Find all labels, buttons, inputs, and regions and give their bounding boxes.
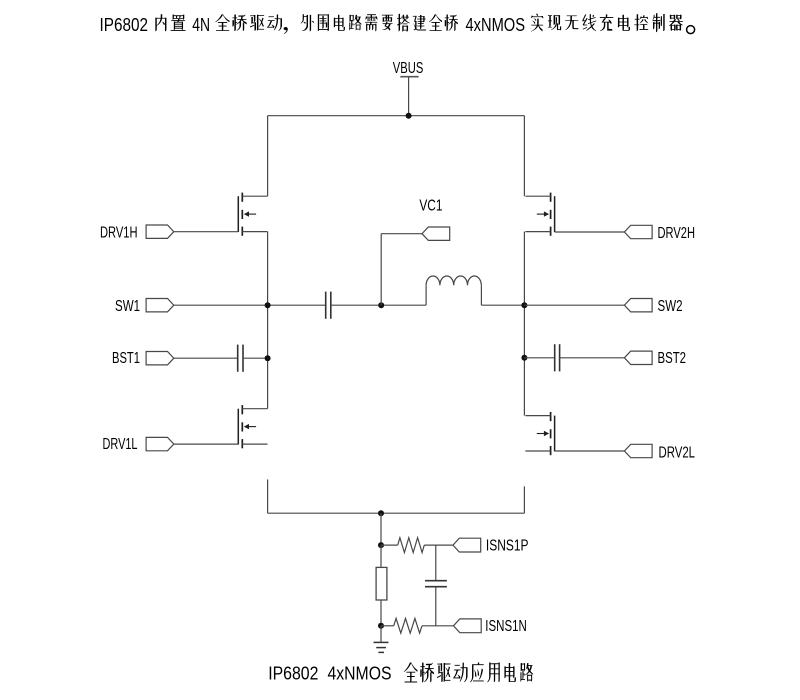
svg-text:4N: 4N	[192, 14, 210, 35]
svg-text:DRV1H: DRV1H	[100, 225, 138, 242]
svg-text:ISNS1P: ISNS1P	[486, 537, 529, 554]
svg-text:DRV2H: DRV2H	[658, 225, 696, 242]
svg-text:BST2: BST2	[658, 350, 687, 367]
svg-text:4xNMOS: 4xNMOS	[328, 663, 392, 683]
svg-text:BST1: BST1	[112, 350, 140, 367]
svg-text:VBUS: VBUS	[393, 60, 424, 77]
svg-text:IP6802: IP6802	[100, 14, 149, 35]
svg-text:IP6802: IP6802	[268, 663, 318, 683]
svg-text:SW2: SW2	[658, 298, 683, 315]
svg-text:4xNMOS: 4xNMOS	[466, 14, 526, 35]
svg-text:SW1: SW1	[115, 298, 140, 315]
svg-text:DRV2L: DRV2L	[659, 445, 696, 462]
svg-text:DRV1L: DRV1L	[103, 436, 138, 453]
svg-text:ISNS1N: ISNS1N	[485, 618, 527, 635]
svg-text:VC1: VC1	[419, 198, 442, 215]
